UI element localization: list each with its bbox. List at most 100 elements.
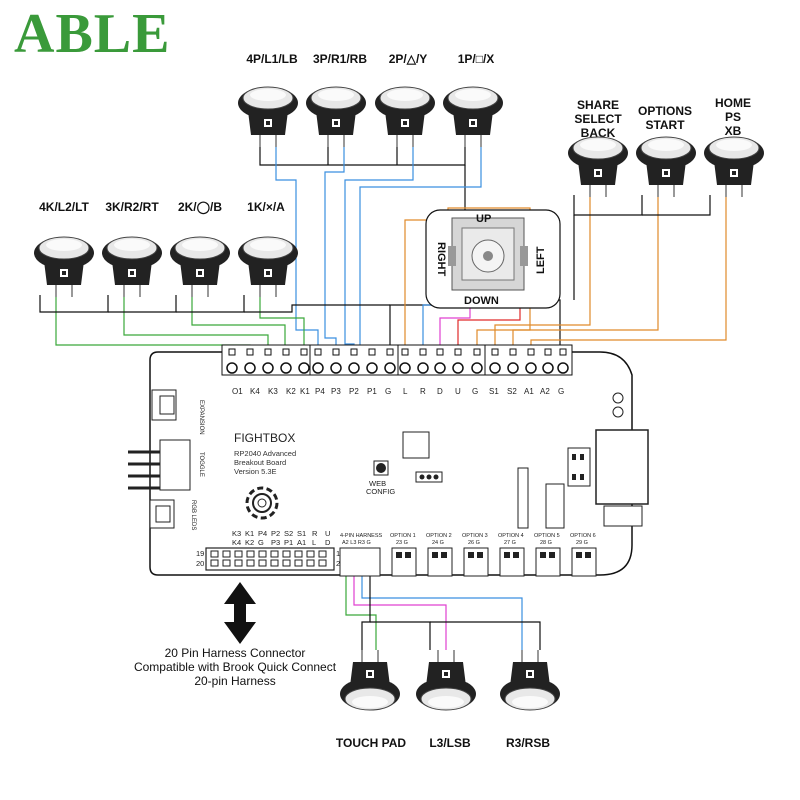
pin-k1: K1 <box>300 387 310 396</box>
button-share[interactable] <box>567 136 629 198</box>
option-pins: 23 G <box>396 540 408 546</box>
option-pin <box>477 552 483 558</box>
terminal-pin <box>542 362 554 374</box>
terminal-screw <box>386 348 394 356</box>
harness-top-k1: K1 <box>245 529 254 538</box>
option-title: OPTION 2 <box>426 533 452 539</box>
button-r3[interactable] <box>499 649 561 711</box>
terminal-screw <box>228 348 236 356</box>
button-4k[interactable] <box>33 236 95 298</box>
pin-k2: K2 <box>286 387 296 396</box>
terminal-screw <box>454 348 462 356</box>
pin-g2: G <box>472 387 478 396</box>
option-title: OPTION 1 <box>390 533 416 539</box>
label-4k: 4K/L2/LT <box>39 200 89 214</box>
label-4p: 4P/L1/LB <box>246 52 298 66</box>
harness-pin <box>294 559 303 567</box>
terminal-pin <box>557 362 569 374</box>
option-title: OPTION 5 <box>534 533 560 539</box>
option-pin <box>513 552 519 558</box>
harness-bot-a1: A1 <box>297 538 306 547</box>
option-title: OPTION 3 <box>462 533 488 539</box>
web-config-label-1: WEB <box>369 479 386 488</box>
button-touchpad[interactable] <box>339 649 401 711</box>
joystick-right: RIGHT <box>435 242 447 277</box>
terminal-screw <box>509 348 517 356</box>
pin-p1: P1 <box>367 387 377 396</box>
joystick[interactable]: UP DOWN LEFT RIGHT <box>425 209 561 309</box>
button-l3[interactable] <box>415 649 477 711</box>
usb-connector-icon <box>595 429 649 505</box>
label-3p: 3P/R1/RB <box>312 52 368 66</box>
button-1k[interactable] <box>237 236 299 298</box>
rgb-leds-label: RGB LEDS <box>190 500 196 530</box>
harness-pin-2: 2 <box>336 559 340 568</box>
pin-o1: O1 <box>232 387 243 396</box>
label-touchpad: TOUCH PAD <box>335 736 407 750</box>
terminal-pin <box>452 362 464 374</box>
harness-bot-d: D <box>325 538 331 547</box>
harness-top-s2: S2 <box>284 529 293 538</box>
option-pin <box>405 552 411 558</box>
harness-top-k3: K3 <box>232 529 241 538</box>
board-subtitle-3: Version 5.3E <box>234 467 277 476</box>
harness-pin <box>246 550 255 558</box>
joystick-down: DOWN <box>464 295 499 307</box>
terminal-screw <box>401 348 409 356</box>
terminal-screw <box>527 348 535 356</box>
button-options[interactable] <box>635 136 697 198</box>
pin-p4: P4 <box>315 387 325 396</box>
terminal-pin <box>280 362 292 374</box>
double-arrow-icon <box>224 582 256 644</box>
option-title: OPTION 6 <box>570 533 596 539</box>
option-pins: 26 G <box>468 540 480 546</box>
pin-g3: G <box>558 387 564 396</box>
button-4p[interactable] <box>237 86 299 148</box>
terminal-pin <box>525 362 537 374</box>
option-header <box>463 547 489 577</box>
terminal-screw <box>246 348 254 356</box>
harness-pin-20: 20 <box>196 559 204 568</box>
four-pin-title: 4-PIN HARNESS <box>340 533 383 539</box>
terminal-pin <box>417 362 429 374</box>
option-pin <box>441 552 447 558</box>
terminal-pin <box>244 362 256 374</box>
terminal-pin <box>312 362 324 374</box>
label-1k: 1K/×/A <box>247 200 285 214</box>
toggle-label: TOGGLE <box>198 452 204 477</box>
brand-logo: ABLE <box>14 3 171 65</box>
button-3p[interactable] <box>305 86 367 148</box>
label-3k: 3K/R2/RT <box>105 200 159 214</box>
button-2k[interactable] <box>169 236 231 298</box>
button-home[interactable] <box>703 136 765 198</box>
pin-u: U <box>455 387 461 396</box>
harness-pin <box>222 550 231 558</box>
fightbox-board: O1 K4 K3 K2 K1 P4 P3 P2 P1 G L R D U G S… <box>128 344 649 577</box>
terminal-screw <box>436 348 444 356</box>
harness-top-p2: P2 <box>271 529 280 538</box>
pin-s2: S2 <box>507 387 517 396</box>
button-1p[interactable] <box>442 86 504 148</box>
option-header <box>427 547 453 577</box>
option-pins: 27 G <box>504 540 516 546</box>
board-name: FIGHTBOX <box>234 431 295 445</box>
harness-pin <box>258 559 267 567</box>
button-2p[interactable] <box>374 86 436 148</box>
terminal-screw <box>300 348 308 356</box>
web-config-button[interactable] <box>376 463 386 473</box>
web-config-label-2: CONFIG <box>366 487 395 496</box>
joystick-up: UP <box>476 213 491 225</box>
pin-a1: A1 <box>524 387 534 396</box>
pin-p3: P3 <box>331 387 341 396</box>
option-pin <box>468 552 474 558</box>
harness-pin <box>294 550 303 558</box>
button-3k[interactable] <box>101 236 163 298</box>
harness-top-u: U <box>325 529 330 538</box>
terminal-screw <box>332 348 340 356</box>
harness-bot-k4: K4 <box>232 538 241 547</box>
harness-pin <box>270 559 279 567</box>
pin-r: R <box>420 387 426 396</box>
harness-top-r: R <box>312 529 318 538</box>
harness-pin <box>210 559 219 567</box>
